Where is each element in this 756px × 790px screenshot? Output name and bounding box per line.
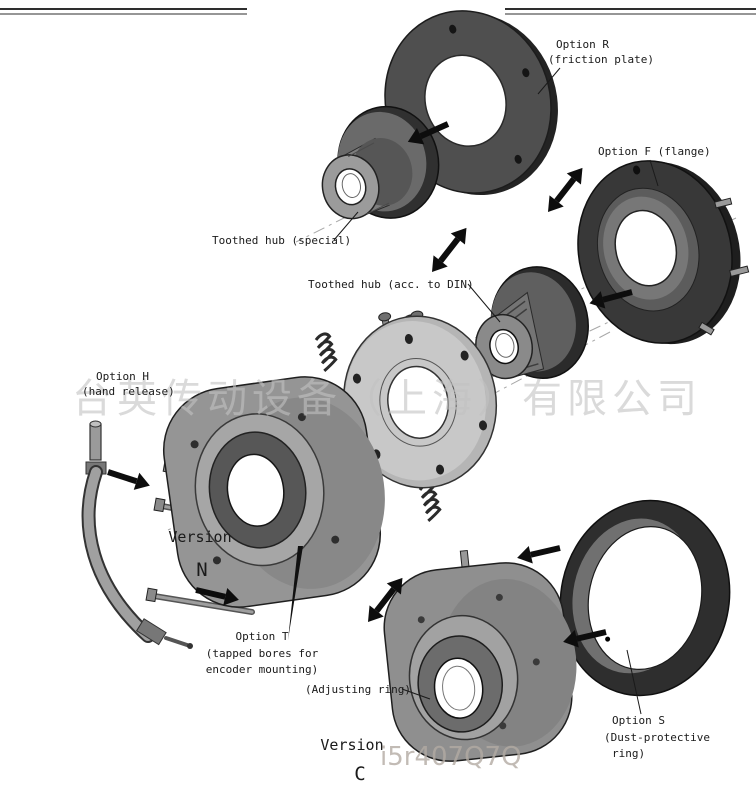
label-option-t-line2: (tapped bores for xyxy=(206,647,319,660)
arrow-lever-to-body xyxy=(107,469,150,490)
arrow-double-plate-flange xyxy=(548,167,583,212)
toothed-hub-din xyxy=(475,266,589,380)
leader-toothed-hub-special xyxy=(333,211,359,241)
leader-toothed-hub-din xyxy=(467,283,501,323)
label-toothed-hub-special: Toothed hub (special) xyxy=(212,211,359,247)
axis-line xyxy=(295,115,549,243)
label-option-s: Option S (Dust-protective ring) xyxy=(604,649,710,760)
watermark-code: i5r407Q7Q xyxy=(380,742,522,772)
arrow-flange-to-hub xyxy=(589,289,633,309)
spring xyxy=(314,332,338,373)
label-toothed-hub-din: Toothed hub (acc. to DIN) xyxy=(308,278,501,323)
leader-option-s xyxy=(626,649,642,715)
hand-release-lever xyxy=(81,420,193,649)
brake-body-version-n xyxy=(162,376,385,608)
label-version-c-letter: C xyxy=(354,763,365,785)
dust-protective-ring xyxy=(559,499,731,697)
label-option-t: Option T (tapped bores for encoder mount… xyxy=(206,630,319,676)
label-option-s-line1: Option S xyxy=(612,714,665,727)
label-option-f: Option F (flange) xyxy=(598,145,711,187)
label-option-r-line2: (friction plate) xyxy=(548,53,654,66)
label-version-n: Version N xyxy=(168,528,231,581)
arrow-ring-to-body-c-upper xyxy=(517,545,561,564)
anchor-plate xyxy=(342,310,498,489)
arrow-double-body-versions xyxy=(368,577,403,622)
label-option-r-line1: Option R xyxy=(556,38,609,51)
label-option-s-line3: ring) xyxy=(612,747,645,760)
label-toothed-hub-special-text: Toothed hub (special) xyxy=(212,234,351,247)
label-adjusting-ring-text: (Adjusting ring) xyxy=(305,683,411,696)
leader-adjusting-ring xyxy=(401,688,431,700)
label-option-h-line2: (hand release) xyxy=(82,385,175,398)
toothed-hub-special xyxy=(321,105,440,220)
label-version-c-word: Version xyxy=(320,736,383,754)
label-option-t-line3: encoder mounting) xyxy=(206,663,319,676)
label-option-h-line1: Option H xyxy=(96,370,149,383)
label-option-h: Option H (hand release) xyxy=(82,370,175,398)
label-option-t-line1: Option T xyxy=(236,630,289,643)
label-version-n-letter: N xyxy=(196,559,207,581)
stud-bolt xyxy=(145,587,255,615)
arrow-plate-to-hub xyxy=(407,121,450,145)
label-version-c: Version C xyxy=(320,736,383,785)
label-toothed-hub-din-text: Toothed hub (acc. to DIN) xyxy=(308,278,474,291)
brake-body-version-c xyxy=(383,549,577,762)
label-option-f-text: Option F (flange) xyxy=(598,145,711,158)
label-adjusting-ring: (Adjusting ring) xyxy=(305,683,431,700)
encoder-pointer xyxy=(288,546,303,640)
flange xyxy=(577,160,750,345)
label-version-n-word: Version xyxy=(168,528,231,546)
watermark-company: 台英传动设备（上海）有限公司 xyxy=(72,376,702,422)
label-option-r: Option R (friction plate) xyxy=(537,38,654,95)
leader-option-r xyxy=(537,67,561,95)
leader-option-f xyxy=(649,159,659,187)
arrow-stud-to-body xyxy=(195,587,239,606)
arrow-double-hub-plate xyxy=(432,227,467,272)
arrow-ring-to-body-c-lower xyxy=(563,629,607,648)
spring xyxy=(418,482,442,523)
label-option-s-line2: (Dust-protective xyxy=(604,731,710,744)
